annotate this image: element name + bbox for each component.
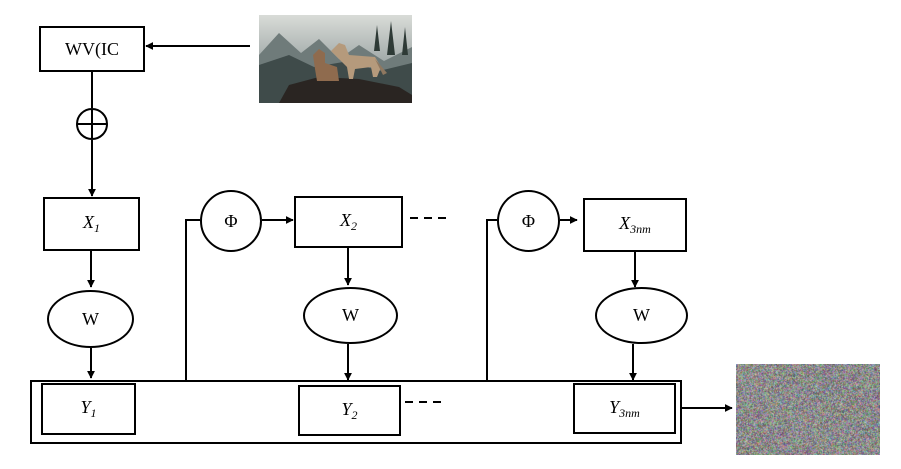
output-container (30, 380, 682, 444)
node-x1-label: X1 (83, 212, 100, 235)
xor-icon (76, 108, 108, 140)
node-x2: X2 (294, 196, 403, 248)
w-node-2: W (303, 287, 398, 344)
encoder-label: WV(IC (65, 38, 119, 59)
node-x3nm-label: X3nm (619, 213, 651, 236)
w-node-2-label: W (342, 305, 359, 325)
line-feedback-2 (486, 219, 497, 380)
phi-node-2-label: Φ (521, 210, 536, 231)
output-noise-image (736, 364, 880, 455)
node-y3nm-label: Y3nm (609, 396, 640, 420)
w-node-3-label: W (633, 305, 650, 325)
w-node-1: W (47, 290, 134, 348)
phi-node-2: Φ (497, 190, 560, 252)
node-y1: Y1 (41, 383, 136, 435)
node-y2-label: Y2 (341, 398, 358, 422)
noise-image (736, 364, 880, 455)
node-y2: Y2 (298, 385, 401, 436)
w-node-3: W (595, 287, 688, 344)
wolves-photo (259, 15, 412, 103)
node-x2-label: X2 (340, 210, 357, 233)
node-y3nm: Y3nm (573, 383, 676, 434)
w-node-1-label: W (82, 308, 99, 329)
node-x3nm: X3nm (583, 198, 687, 252)
phi-node-1: Φ (200, 190, 262, 252)
node-x1: X1 (43, 197, 140, 251)
encoder-box: WV(IC (39, 26, 145, 72)
input-wolves-image (259, 15, 412, 103)
line-feedback-1 (185, 219, 200, 380)
phi-node-1-label: Φ (224, 210, 238, 231)
node-y1-label: Y1 (80, 397, 97, 420)
